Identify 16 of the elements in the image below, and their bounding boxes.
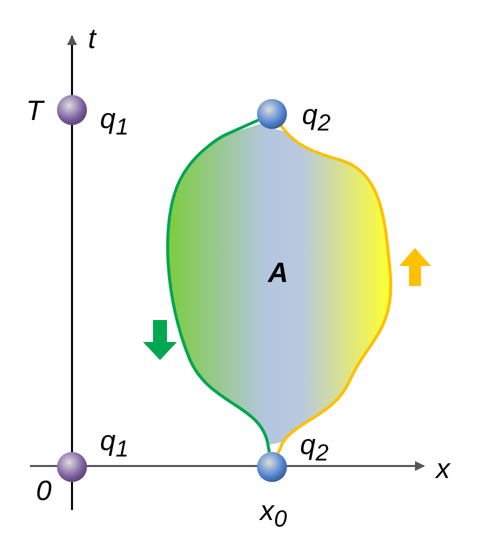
- boundary-curve: [276, 124, 392, 454]
- point-label: T: [26, 96, 44, 126]
- axis-label: t: [88, 24, 96, 54]
- point-label: x$_{0}$: [260, 496, 287, 534]
- region-label: A: [268, 258, 288, 288]
- axis-label: x: [436, 454, 450, 484]
- boundary-curve: [166, 118, 271, 452]
- point-label: q$_{2}$: [302, 100, 331, 138]
- point-label: q$_{1}$: [100, 104, 129, 142]
- point-marker: [57, 95, 87, 125]
- axis-label: 0: [36, 476, 52, 506]
- point-label: q$_{2}$: [300, 430, 329, 468]
- point-marker: [57, 452, 87, 482]
- point-marker: [257, 99, 287, 129]
- point-marker: [257, 452, 287, 482]
- point-label: q$_{1}$: [100, 426, 129, 464]
